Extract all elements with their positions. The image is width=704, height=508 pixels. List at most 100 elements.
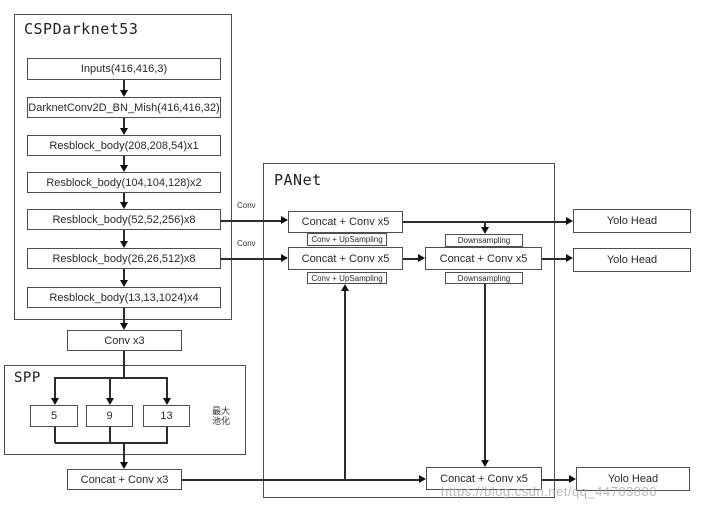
node-resblock2-label: Resblock_body(104,104,128)x2 <box>46 176 202 189</box>
node-maxpool-5-label: 5 <box>50 410 58 422</box>
arrowhead-right <box>566 217 573 225</box>
flow-line <box>54 427 56 443</box>
arrowhead-down <box>120 128 128 135</box>
flow-line <box>54 377 56 399</box>
flow-line <box>123 230 125 242</box>
flow-line <box>221 220 282 222</box>
spp-merge-line <box>55 442 168 444</box>
flow-line <box>123 308 125 324</box>
spp-frame <box>4 365 246 455</box>
arrowhead-down <box>120 280 128 287</box>
cspdarknet-title: CSPDarknet53 <box>24 20 139 38</box>
node-yolo-head-3-label: Yolo Head <box>607 473 659 485</box>
node-conv-upsampling-1-label: Conv + UpSampling <box>311 235 383 244</box>
spp-title: SPP <box>14 370 41 386</box>
node-downsampling-2-label: Downsampling <box>457 273 511 283</box>
node-concat-conv5-top: Concat + Conv x5 <box>288 211 403 233</box>
node-concat-conv5-bottom-label: Concat + Conv x5 <box>440 472 528 485</box>
panet-frame <box>263 163 555 498</box>
node-maxpool-5: 5 <box>30 405 78 427</box>
downsample-branch-line <box>484 221 486 228</box>
node-downsampling-1: Downsampling <box>445 234 523 247</box>
arrowhead-right <box>281 216 288 224</box>
node-maxpool-13-label: 13 <box>160 410 173 422</box>
flow-line <box>166 427 168 443</box>
flow-line <box>182 479 419 481</box>
node-conv-upsampling-1: Conv + UpSampling <box>307 233 387 246</box>
node-conv-x3: Conv x3 <box>67 330 182 351</box>
flow-line <box>123 351 125 378</box>
flow-line <box>542 258 567 260</box>
arrowhead-right <box>569 475 576 483</box>
node-resblock1: Resblock_body(208,208,54)x1 <box>27 135 221 156</box>
arrowhead-down <box>163 398 171 405</box>
node-downsampling-1-label: Downsampling <box>457 236 511 245</box>
spp-split-line <box>55 377 168 379</box>
node-yolo-head-2-label: Yolo Head <box>606 254 658 266</box>
node-yolo-head-3: Yolo Head <box>576 467 690 491</box>
maxpool-annotation: 最大 池化 <box>212 406 231 426</box>
node-concat-conv5-bottom: Concat + Conv x5 <box>426 467 542 490</box>
node-concat-conv5-mid-label: Concat + Conv x5 <box>301 252 390 265</box>
node-conv-x3-label: Conv x3 <box>104 334 145 347</box>
flow-line <box>109 427 111 443</box>
node-resblock4-label: Resblock_body(26,26,512)x8 <box>52 252 196 265</box>
arrowhead-down <box>120 323 128 330</box>
node-darknetconv-label: DarknetConv2D_BN_Mish(416,416,32) <box>28 101 220 114</box>
flow-line <box>123 80 125 92</box>
flow-line <box>123 193 125 203</box>
downsample-branch-line <box>484 284 486 461</box>
node-darknetconv: DarknetConv2D_BN_Mish(416,416,32) <box>27 97 221 118</box>
arrowhead-down <box>120 241 128 248</box>
arrowhead-down <box>106 398 114 405</box>
flow-line <box>109 377 111 399</box>
arrowhead-down <box>120 165 128 172</box>
arrowhead-down <box>120 202 128 209</box>
node-resblock4: Resblock_body(26,26,512)x8 <box>27 248 221 269</box>
node-conv-upsampling-2-label: Conv + UpSampling <box>311 273 383 283</box>
arrowhead-down <box>120 90 128 97</box>
arrowhead-right <box>419 475 426 483</box>
node-resblock2: Resblock_body(104,104,128)x2 <box>27 172 221 193</box>
node-conv-upsampling-2: Conv + UpSampling <box>307 272 387 284</box>
arrowhead-down <box>120 462 128 469</box>
node-downsampling-2: Downsampling <box>445 272 523 284</box>
node-resblock3-label: Resblock_body(52,52,256)x8 <box>52 213 196 226</box>
node-maxpool-9-label: 9 <box>106 410 113 422</box>
node-concat-conv5-right-label: Concat + Conv x5 <box>439 252 528 265</box>
node-resblock5-label: Resblock_body(13,13,1024)x4 <box>49 291 199 304</box>
flow-line <box>221 258 282 260</box>
node-inputs: Inputs(416,416,3) <box>27 58 221 80</box>
flow-line <box>542 479 570 481</box>
flow-line <box>123 156 125 166</box>
arrowhead-right <box>281 254 288 262</box>
arrowhead-down <box>51 398 59 405</box>
node-concat-conv-x3-label: Concat + Conv x3 <box>80 473 169 486</box>
upsample-branch-line <box>344 291 346 480</box>
node-yolo-head-1: Yolo Head <box>573 209 691 233</box>
flow-line <box>166 377 168 399</box>
node-concat-conv5-right: Concat + Conv x5 <box>425 247 542 270</box>
arrowhead-down <box>481 460 489 467</box>
flow-line <box>123 118 125 129</box>
node-resblock5: Resblock_body(13,13,1024)x4 <box>27 287 221 308</box>
flow-line <box>123 442 125 463</box>
node-concat-conv-x3: Concat + Conv x3 <box>67 469 182 490</box>
node-inputs-label: Inputs(416,416,3) <box>80 63 168 75</box>
node-yolo-head-2: Yolo Head <box>573 248 691 272</box>
node-concat-conv5-mid: Concat + Conv x5 <box>288 247 403 270</box>
panet-title: PANet <box>274 171 322 189</box>
flow-line <box>123 269 125 281</box>
conv-link-label-2: Conv <box>237 239 256 248</box>
arrowhead-right <box>566 254 573 262</box>
node-maxpool-13: 13 <box>143 405 190 427</box>
node-yolo-head-1-label: Yolo Head <box>606 215 658 227</box>
watermark-text: https://blog.csdn.net/qq_44703886 <box>441 484 657 499</box>
flow-line <box>403 258 419 260</box>
node-maxpool-9: 9 <box>86 405 133 427</box>
arrowhead-right <box>418 254 425 262</box>
arrowhead-down <box>481 227 489 234</box>
node-concat-conv5-top-label: Concat + Conv x5 <box>301 216 390 228</box>
conv-link-label-1: Conv <box>237 201 256 210</box>
